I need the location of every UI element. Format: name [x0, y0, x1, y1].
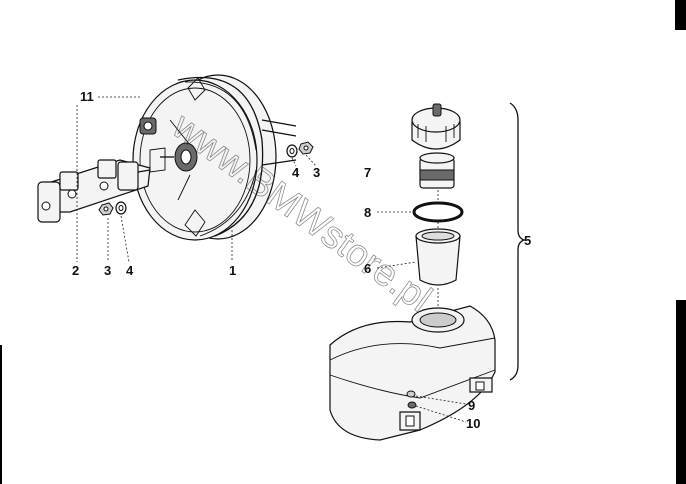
callout-8: 8 [364, 205, 371, 220]
master-cylinder [37, 159, 151, 223]
brake-booster [132, 74, 297, 241]
callout-6: 6 [364, 261, 371, 276]
right-edge-mark-top [675, 0, 686, 30]
callout-3-right: 3 [313, 165, 320, 180]
reservoir-tank [329, 305, 496, 441]
nut-10 [407, 401, 417, 409]
washer-right [286, 144, 298, 158]
callout-7: 7 [364, 165, 371, 180]
callout-2: 2 [72, 263, 79, 278]
reservoir-cap [411, 103, 461, 189]
strainer [415, 228, 461, 286]
callout-10: 10 [466, 416, 480, 431]
callout-3-left: 3 [104, 263, 111, 278]
leader-lines [76, 96, 467, 423]
washer-left [115, 201, 127, 215]
callout-11: 11 [80, 89, 94, 104]
callout-4-left: 4 [126, 263, 134, 278]
assembly-bracket [509, 102, 527, 381]
nut-right [298, 141, 314, 155]
callout-9: 9 [468, 398, 475, 413]
callout-4-right: 4 [292, 165, 300, 180]
right-edge-mark-bottom [676, 300, 686, 484]
washer-9 [406, 390, 416, 398]
callout-1: 1 [229, 263, 236, 278]
callout-5: 5 [524, 233, 531, 248]
left-edge-mark [0, 345, 2, 484]
nut-left [98, 202, 114, 216]
seal-ring [412, 201, 464, 223]
